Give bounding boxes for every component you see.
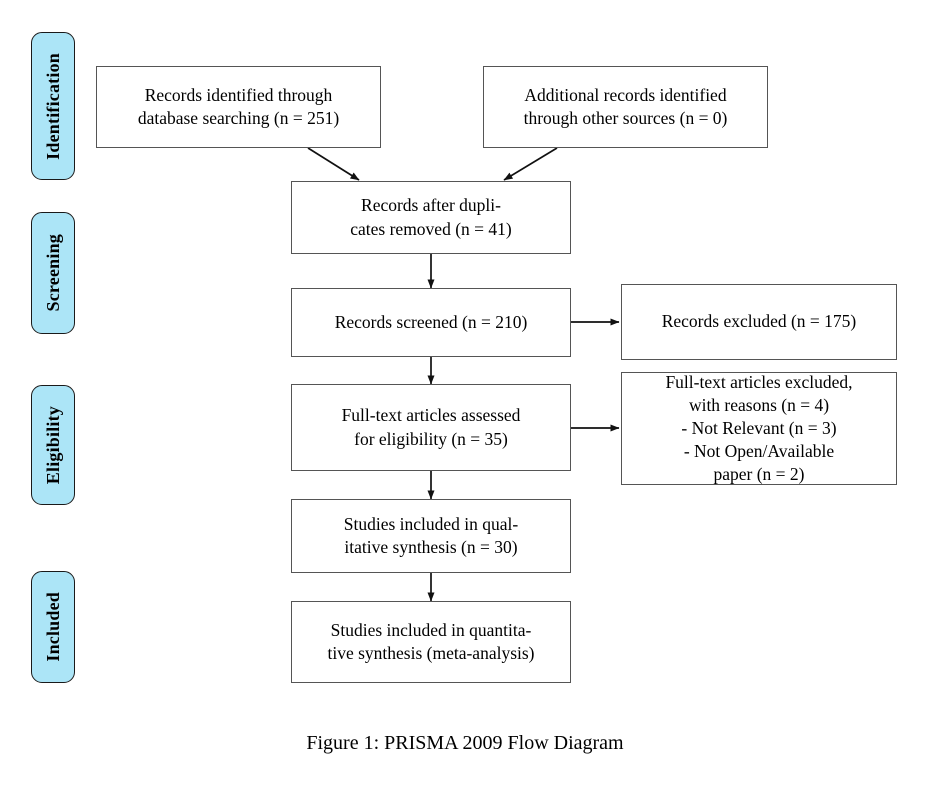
phase-label-included-text: Included — [43, 592, 63, 662]
phase-label-screening: Screening — [31, 212, 75, 334]
box-fulltext-assessed: Full-text articles assessed for eligibil… — [291, 384, 571, 471]
box-records-after-duplicates: Records after dupli- cates removed (n = … — [291, 181, 571, 254]
phase-label-eligibility: Eligibility — [31, 385, 75, 505]
phase-label-included: Included — [31, 571, 75, 683]
box-fulltext-excluded-text: Full-text articles excluded, with reason… — [665, 371, 853, 485]
arrow-additional-to-duplicates — [503, 147, 558, 181]
phase-label-identification: Identification — [31, 32, 75, 180]
box-records-excluded: Records excluded (n = 175) — [621, 284, 897, 360]
box-qualitative-synthesis: Studies included in qual- itative synthe… — [291, 499, 571, 573]
box-records-identified-text: Records identified through database sear… — [137, 84, 340, 128]
phase-label-screening-text: Screening — [43, 234, 63, 312]
box-fulltext-excluded: Full-text articles excluded, with reason… — [621, 372, 897, 485]
box-additional-records: Additional records identified through ot… — [483, 66, 768, 148]
box-qualitative-synthesis-text: Studies included in qual- itative synthe… — [343, 513, 519, 557]
box-records-after-duplicates-text: Records after dupli- cates removed (n = … — [350, 195, 512, 239]
box-quantitative-synthesis-text: Studies included in quantita- tive synth… — [327, 619, 535, 663]
phase-label-identification-text: Identification — [43, 52, 63, 160]
phase-label-eligibility-text: Eligibility — [43, 405, 63, 485]
box-records-screened-text: Records screened (n = 210) — [334, 311, 528, 332]
box-fulltext-assessed-text: Full-text articles assessed for eligibil… — [341, 405, 521, 449]
box-records-identified: Records identified through database sear… — [96, 66, 381, 148]
box-records-screened: Records screened (n = 210) — [291, 288, 571, 357]
box-additional-records-text: Additional records identified through ot… — [523, 84, 728, 128]
figure-caption: Figure 1: PRISMA 2009 Flow Diagram — [306, 732, 624, 754]
arrow-identified-to-duplicates — [307, 147, 360, 181]
box-quantitative-synthesis: Studies included in quantita- tive synth… — [291, 601, 571, 683]
box-records-excluded-text: Records excluded (n = 175) — [661, 311, 857, 332]
